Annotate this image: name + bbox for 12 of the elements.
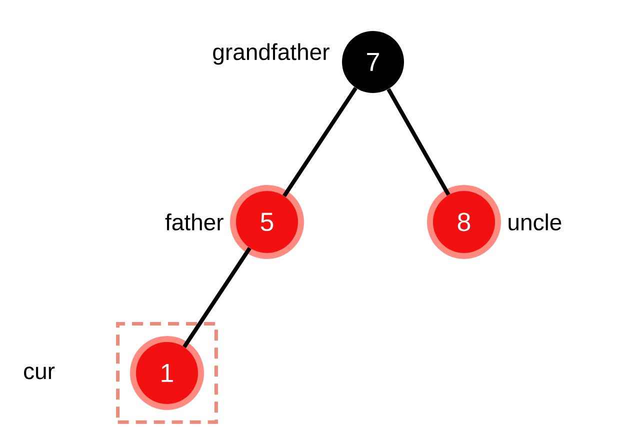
tree-edge [282,86,358,198]
tree-node: 1 [130,336,204,410]
tree-edge [386,88,450,196]
tree-node: 8 [427,184,501,259]
node-label: cur [24,366,55,380]
node-label: father [165,214,224,230]
tree-node: 5 [230,184,304,259]
highlight-box [116,322,218,424]
node-label: uncle [508,214,562,230]
node-label: grandfather [213,43,330,65]
tree-node: 7 [342,31,404,93]
tree-edge [182,246,252,348]
